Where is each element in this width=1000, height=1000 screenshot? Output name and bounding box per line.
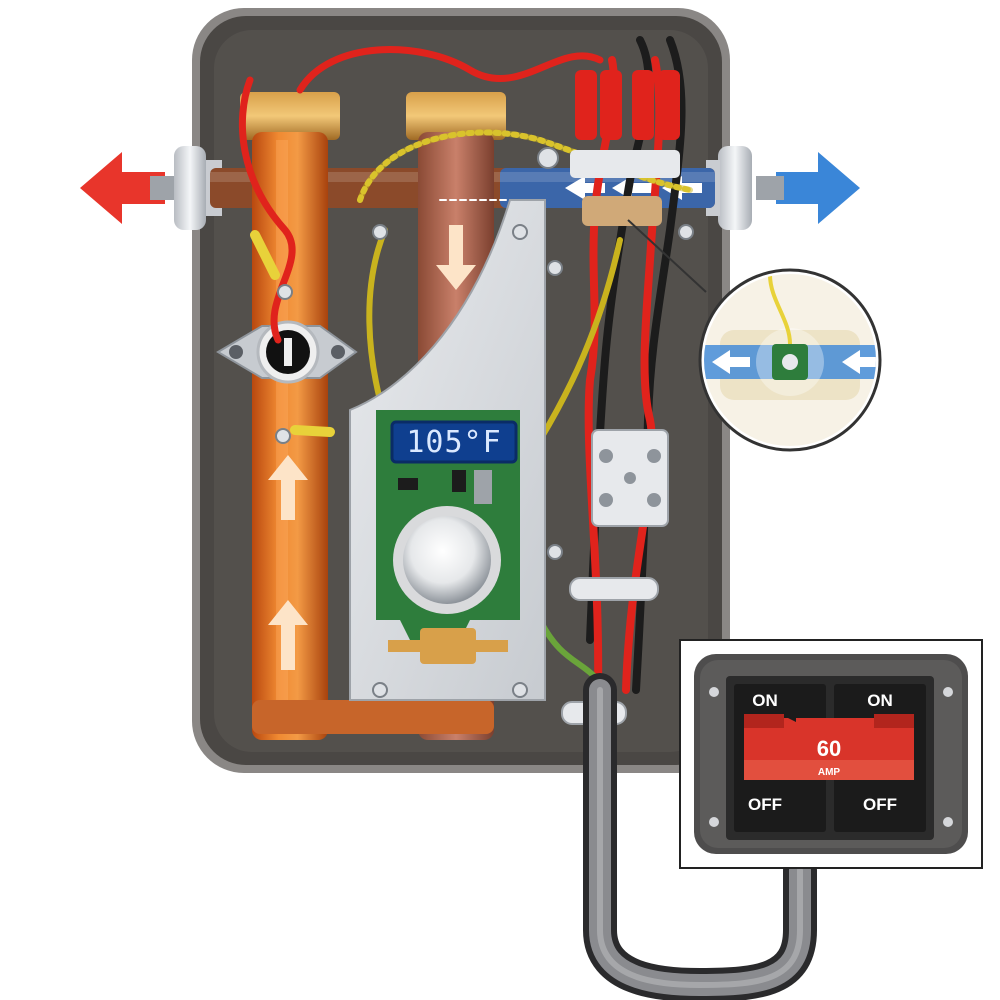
mounting-screws	[275, 147, 694, 698]
thermostat-cutoff-icon	[216, 320, 358, 384]
hot-water-outlet-arrow-icon	[80, 152, 165, 224]
power-terminal-clamp	[591, 429, 669, 527]
temperature-display	[390, 420, 518, 464]
amperage-value: 60	[817, 736, 841, 761]
power-conduit	[583, 673, 817, 1000]
flow-direction-arrow-icon	[436, 225, 476, 290]
circuit-board: 105°F	[376, 410, 520, 664]
terminal-block	[570, 70, 680, 226]
left-off-label: OFF	[748, 795, 782, 814]
cold-water-inlet-arrow-icon	[776, 152, 860, 224]
right-on-label: ON	[867, 691, 893, 710]
right-off-label: OFF	[863, 795, 897, 814]
amperage-unit: AMP	[818, 767, 841, 778]
flow-direction-arrow-icon	[268, 455, 308, 670]
double-pole-breaker-icon: ON ON 60 AMP OFF OFF	[679, 639, 983, 869]
bottom-crossover-pipe	[252, 700, 494, 734]
flow-sensor-magnifier-icon	[627, 219, 882, 452]
temperature-readout: 105°F	[406, 425, 501, 460]
left-on-label: ON	[752, 691, 778, 710]
